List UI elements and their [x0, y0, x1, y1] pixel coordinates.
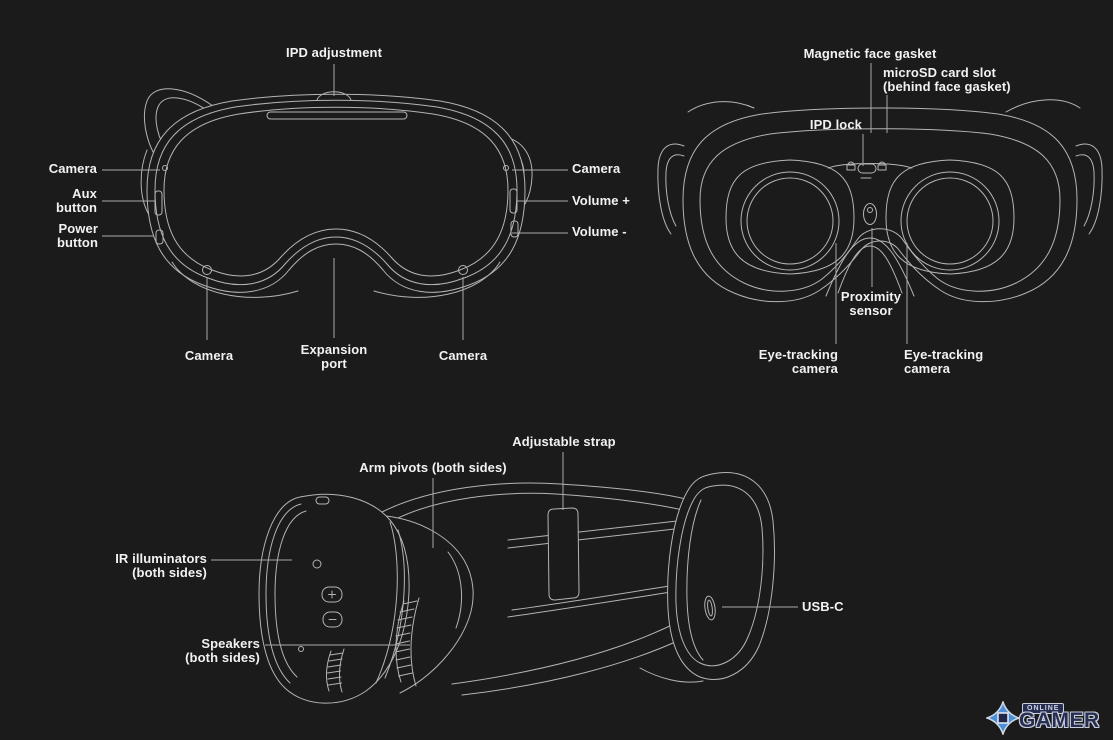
label-aux-button: Aux button [55, 186, 97, 215]
label-power-button: Power button [56, 221, 98, 250]
shuriken-star-icon [986, 701, 1020, 735]
logo-name-gamer: GAMER [1019, 709, 1100, 732]
label-camera-left: Camera [48, 161, 97, 176]
label-camera-bottom-right: Camera [438, 348, 488, 363]
label-usb-c: USB-C [802, 599, 844, 614]
leader-lines [102, 63, 908, 646]
front-view-drawing [140, 88, 533, 298]
label-eye-tracking-camera-right: Eye-tracking camera [904, 347, 984, 376]
side-view-drawing [258, 472, 775, 704]
label-microsd-card-slot: microSD card slot (behind face gasket) [883, 65, 1011, 94]
onlinegamer-logo: ONLINE GAMER [984, 699, 1110, 739]
label-camera-bottom-left: Camera [184, 348, 234, 363]
label-magnetic-face-gasket: Magnetic face gasket [803, 46, 937, 61]
label-arm-pivots: Arm pivots (both sides) [359, 460, 507, 475]
label-volume-minus: Volume - [572, 224, 627, 239]
label-expansion-port: Expansion port [300, 342, 368, 371]
logo-badge-online: ONLINE [1022, 703, 1065, 714]
label-volume-plus: Volume + [572, 193, 630, 208]
label-camera-right: Camera [572, 161, 621, 176]
label-adjustable-strap: Adjustable strap [512, 434, 616, 449]
label-proximity-sensor: Proximity sensor [840, 289, 902, 318]
label-ipd-adjustment: IPD adjustment [285, 45, 383, 60]
label-ir-illuminators: IR illuminators (both sides) [115, 551, 207, 580]
label-ipd-lock: IPD lock [809, 117, 862, 132]
label-speakers: Speakers (both sides) [185, 636, 260, 665]
label-eye-tracking-camera-left: Eye-tracking camera [758, 347, 838, 376]
rear-view-drawing [657, 99, 1103, 303]
